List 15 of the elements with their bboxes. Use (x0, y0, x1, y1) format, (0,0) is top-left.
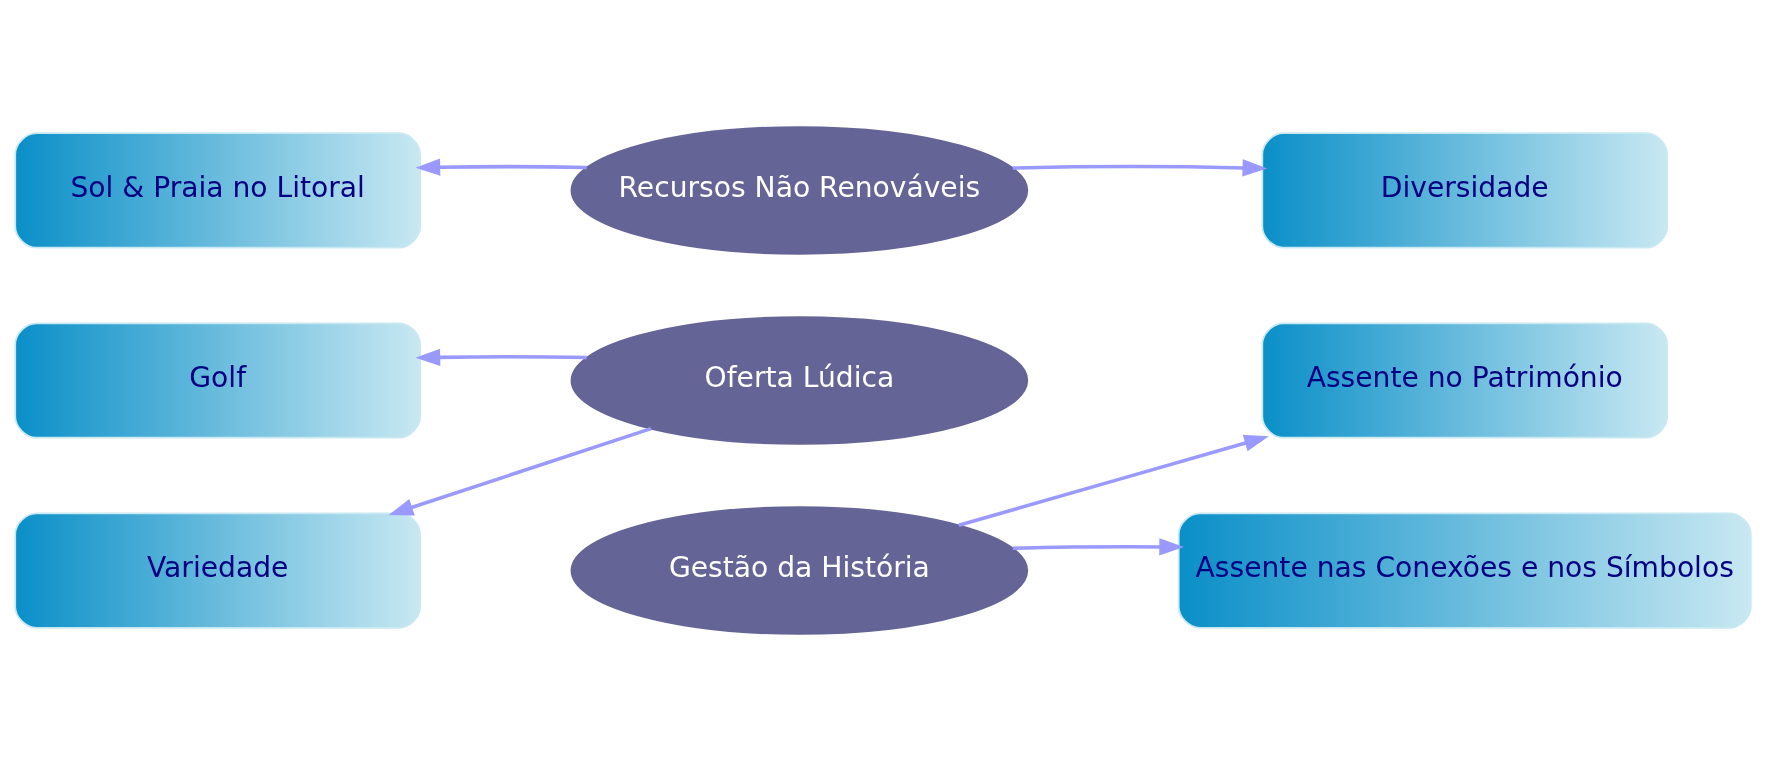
arrow (388, 426, 652, 515)
node-box: Assente no Património (1261, 321, 1669, 439)
node-box: Golf (14, 321, 421, 439)
arrow (958, 434, 1269, 527)
arrow (415, 348, 587, 366)
node-box: Assente nas Conexões e nos Símbolos (1177, 512, 1752, 629)
arrow (415, 158, 587, 176)
node-box: Diversidade (1261, 131, 1669, 248)
node-ellipse: Gestão da História (570, 505, 1029, 635)
node-box: Sol & Praia no Litoral (14, 131, 421, 248)
arrow (1012, 537, 1184, 556)
arrow (1012, 158, 1268, 176)
node-ellipse: Recursos Não Renováveis (570, 125, 1029, 255)
node-ellipse: Oferta Lúdica (570, 315, 1029, 445)
node-box: Variedade (14, 512, 421, 629)
